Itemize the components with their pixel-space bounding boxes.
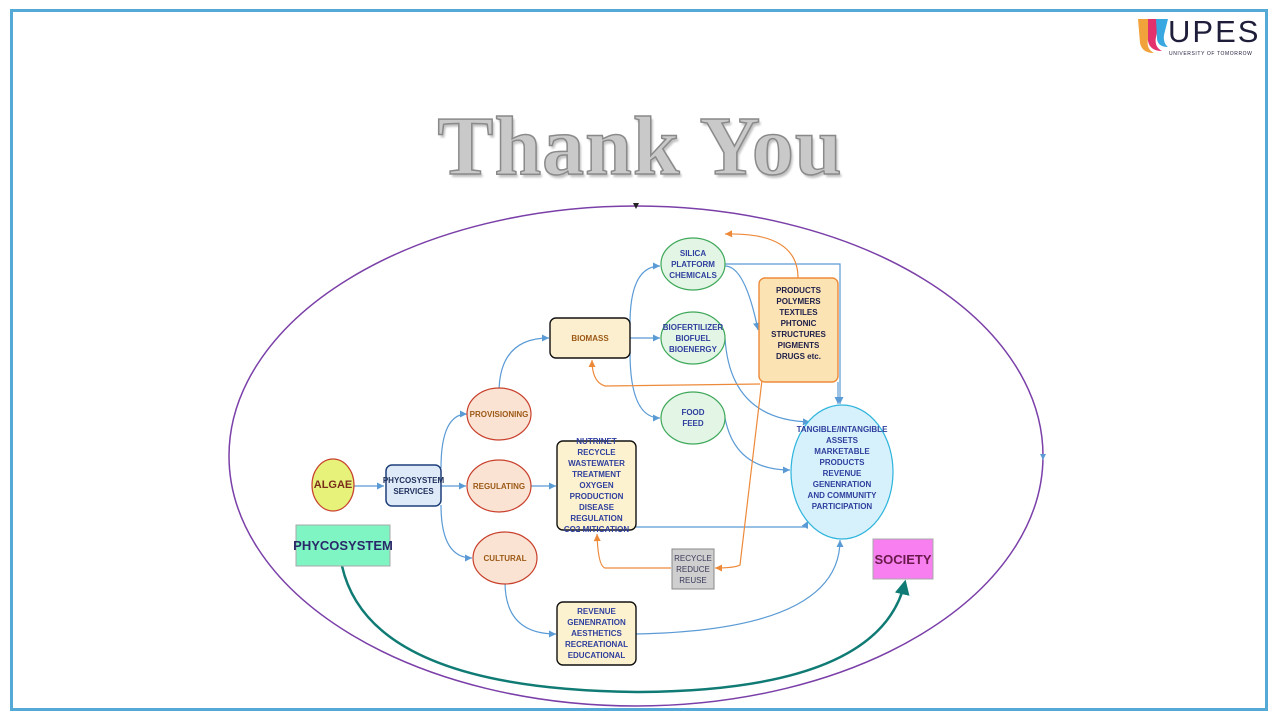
tangible-label: TANGIBLE/INTANGIBLE ASSETS MARKETABLE PR… bbox=[797, 425, 888, 511]
biofertilizer-node bbox=[660, 311, 726, 365]
tangible-node bbox=[790, 404, 894, 540]
arrow-products-recycle bbox=[714, 379, 763, 572]
nutrient-label: NUTRINET RECYCLE WASTEWATER TREATMENT OX… bbox=[564, 437, 629, 534]
biomass-node bbox=[549, 317, 631, 359]
algae-label: ALGAE bbox=[313, 478, 353, 491]
revenue-label: REVENUE GENENRATION AESTHETICS RECREATIO… bbox=[565, 607, 628, 660]
arrow-provisioning-biomass bbox=[498, 334, 550, 394]
cultural-label: CULTURAL bbox=[483, 553, 527, 563]
arrow-services-provisioning bbox=[440, 410, 468, 469]
biomass-label: BIOMASS bbox=[571, 333, 609, 343]
logo-tagline: UNIVERSITY OF TOMORROW bbox=[1169, 51, 1253, 57]
food-node bbox=[660, 391, 726, 445]
products-node bbox=[758, 277, 839, 383]
arrow-biofertilizer-tangible bbox=[724, 337, 811, 426]
arrow-services-cultural bbox=[440, 504, 473, 562]
phycosystem-label: PHYCOSYSTEM bbox=[293, 538, 393, 553]
algae-node bbox=[311, 458, 355, 512]
society-box bbox=[872, 538, 934, 580]
arrow-biomass-silica bbox=[629, 262, 661, 325]
biofertilizer-label: BIOFERTILIZER BIOFUEL BIOENERGY bbox=[662, 322, 724, 354]
provisioning-node bbox=[466, 387, 532, 441]
recycle-label: RECYCLE REDUCE REUSE bbox=[674, 553, 712, 585]
upes-logo-icon bbox=[1138, 19, 1168, 53]
arrow-products-biomass bbox=[588, 359, 761, 387]
regulating-node bbox=[466, 459, 532, 513]
arrow-nutrient-tangible bbox=[636, 520, 809, 530]
logo-wordmark: UPES bbox=[1168, 14, 1261, 49]
arrow-biomass-food bbox=[629, 351, 661, 422]
arrow-silica-products bbox=[724, 265, 761, 331]
revenue-node bbox=[556, 601, 637, 666]
society-label: SOCIETY bbox=[874, 551, 932, 567]
food-label: FOOD FEED bbox=[681, 408, 705, 428]
silica-node bbox=[660, 237, 726, 291]
phycosystem-services-node bbox=[385, 464, 442, 507]
arrow-cultural-revenue bbox=[504, 581, 557, 638]
arrow-phycosystem-society bbox=[340, 565, 910, 694]
arrow-recycle-nutrient bbox=[593, 533, 671, 569]
slide-frame bbox=[10, 9, 1268, 711]
phycosystem-services-label: PHYCOSYSTEM SERVICES bbox=[382, 475, 445, 496]
phycosystem-box bbox=[295, 524, 391, 567]
arrow-food-tangible bbox=[724, 417, 791, 474]
recycle-node bbox=[671, 548, 715, 590]
silica-label: SILICA PLATFORM CHEMICALS bbox=[669, 248, 717, 280]
arrow-revenue-tangible bbox=[635, 539, 844, 635]
nutrient-node bbox=[556, 440, 637, 531]
slide-title: Thank You bbox=[437, 99, 843, 194]
arrow-silica-tangible bbox=[725, 263, 844, 404]
arrow-products-silica bbox=[724, 230, 799, 279]
cultural-node bbox=[472, 531, 538, 585]
provisioning-label: PROVISIONING bbox=[469, 409, 529, 419]
regulating-label: REGULATING bbox=[472, 481, 526, 491]
products-label: PRODUCTS POLYMERS TEXTILES PHTONIC STRUC… bbox=[771, 285, 826, 361]
